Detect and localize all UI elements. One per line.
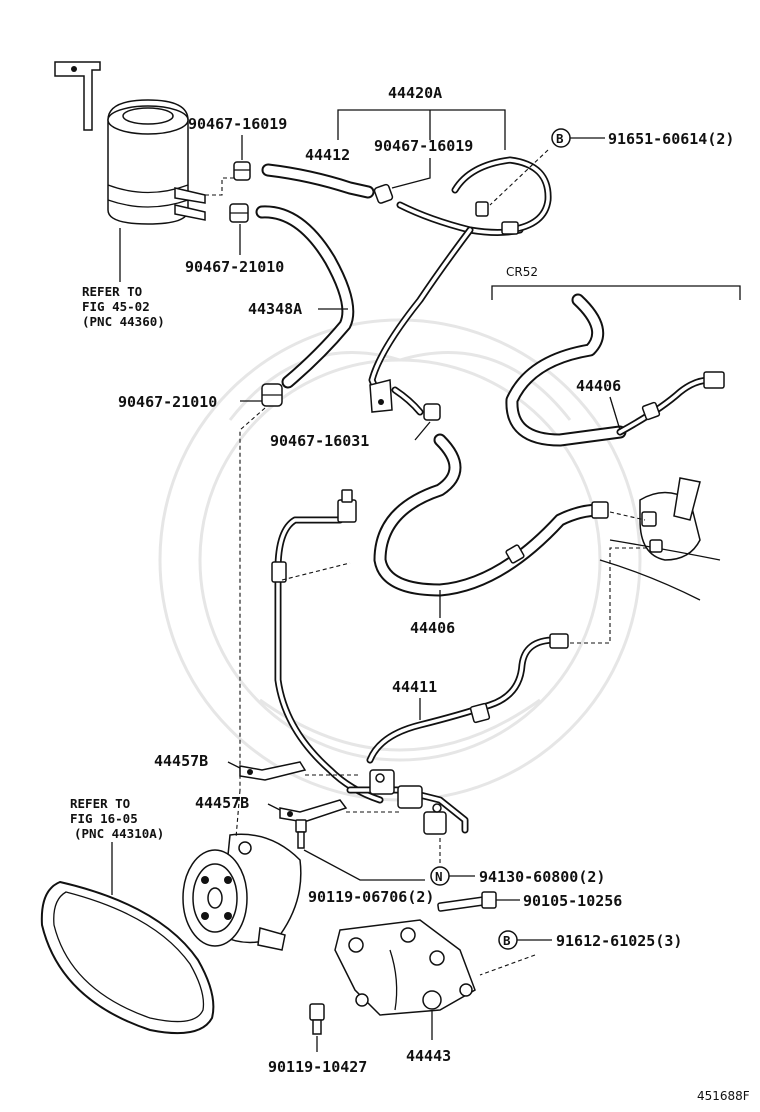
label-44420A: 44420A bbox=[388, 84, 442, 102]
label-44457B-a: 44457B bbox=[154, 752, 208, 770]
bolt-90119-06706[interactable] bbox=[295, 819, 307, 849]
label-44406-main: 44406 bbox=[410, 619, 455, 637]
label-90105-10256: 90105-10256 bbox=[523, 892, 622, 910]
drive-belt[interactable] bbox=[40, 880, 215, 1035]
label-90467-21010-b: 90467-21010 bbox=[118, 393, 217, 411]
pipe-union-block[interactable] bbox=[346, 769, 469, 835]
pressure-hose-44406[interactable] bbox=[373, 433, 609, 597]
refer-note-belt-line3: (PNC 44310A) bbox=[74, 826, 164, 841]
refer-note-belt-line1: REFER TO bbox=[70, 796, 130, 811]
refer-note-reservoir-line1: REFER TO bbox=[82, 284, 142, 299]
bracket-44420A[interactable] bbox=[369, 379, 393, 413]
label-90119-10427: 90119-10427 bbox=[268, 1058, 367, 1076]
bolt-90105-10256[interactable] bbox=[437, 891, 497, 912]
refer-note-reservoir-line2: FIG 45-02 bbox=[82, 299, 150, 314]
label-44457B-b: 44457B bbox=[195, 794, 249, 812]
label-90119-06706: 90119-06706(2) bbox=[308, 888, 434, 906]
hose-44348A[interactable] bbox=[255, 205, 355, 389]
return-pipe-44420A[interactable] bbox=[368, 156, 552, 399]
hose-44412[interactable] bbox=[261, 163, 375, 199]
label-90467-16031: 90467-16031 bbox=[270, 432, 369, 450]
callout-n-symbol: N bbox=[435, 869, 443, 884]
label-91651-60614: 91651-60614(2) bbox=[608, 130, 734, 148]
refer-note-belt-line2: FIG 16-05 bbox=[70, 811, 138, 826]
clamp-90467-16019-b[interactable] bbox=[373, 183, 394, 204]
label-44412: 44412 bbox=[305, 146, 350, 164]
power-steering-pump[interactable] bbox=[182, 833, 302, 951]
label-94130-60800: 94130-60800(2) bbox=[479, 868, 605, 886]
clamp-90467-16019-a[interactable] bbox=[233, 161, 251, 181]
label-44406-cr52: 44406 bbox=[576, 377, 621, 395]
figure-code: 451688F bbox=[697, 1089, 750, 1103]
label-90467-16019-a: 90467-16019 bbox=[188, 115, 287, 133]
label-44411: 44411 bbox=[392, 678, 437, 696]
callout-b-symbol-a: B bbox=[556, 131, 564, 146]
bracket-44457B-a[interactable] bbox=[239, 761, 307, 781]
bracket-44457B-b[interactable] bbox=[279, 799, 348, 823]
return-hose-44411[interactable] bbox=[366, 633, 569, 764]
callout-b-symbol-b: B bbox=[503, 933, 511, 948]
label-90467-21010-a: 90467-21010 bbox=[185, 258, 284, 276]
clamp-90467-21010-b[interactable] bbox=[261, 383, 283, 407]
reservoir-tank[interactable] bbox=[54, 61, 206, 225]
clamp-90467-16031[interactable] bbox=[423, 403, 441, 421]
label-44348A: 44348A bbox=[248, 300, 302, 318]
refer-note-reservoir-line3: (PNC 44360) bbox=[82, 314, 165, 329]
pressure-pipe-left[interactable] bbox=[271, 489, 384, 804]
steering-gear-housing[interactable] bbox=[599, 477, 721, 601]
clamp-90467-21010-a[interactable] bbox=[229, 203, 249, 223]
label-44443: 44443 bbox=[406, 1047, 451, 1065]
pressure-hose-44406-cr52[interactable] bbox=[505, 293, 725, 447]
label-91612-61025: 91612-61025(3) bbox=[556, 932, 682, 950]
section-note-cr52: CR52 bbox=[506, 265, 538, 279]
label-90467-16019-b: 90467-16019 bbox=[374, 137, 473, 155]
pump-bracket-44443[interactable] bbox=[334, 919, 476, 1016]
bolt-90119-10427[interactable] bbox=[309, 1003, 325, 1035]
